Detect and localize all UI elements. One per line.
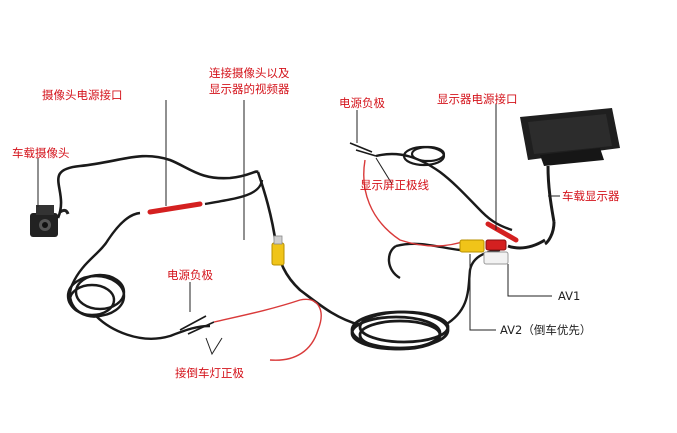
leader-lines (37, 100, 560, 356)
reverse-light-wires (179, 315, 215, 335)
video-cable (256, 171, 361, 327)
camera-cable (56, 154, 259, 219)
label-camera-power-port: 摄像头电源接口 (42, 88, 123, 102)
label-av1: AV1 (558, 289, 581, 303)
label-car-camera: 车载摄像头 (12, 146, 70, 160)
label-power-negative-left: 电源负极 (167, 268, 213, 282)
label-video-line-1: 连接摄像头以及 (209, 66, 290, 80)
label-car-display: 车载显示器 (562, 189, 620, 203)
video-rca-left (271, 242, 285, 266)
cable-coil-middle (350, 310, 450, 351)
camera-power-connector (147, 201, 203, 215)
cable-coil-left (66, 273, 126, 318)
display-power-connector (485, 221, 519, 243)
label-reverse-light-positive: 接倒车灯正极 (175, 366, 244, 380)
label-video-line-2: 显示器的视频器 (209, 82, 290, 96)
video-rca-av2 (459, 239, 485, 253)
label-av2: AV2（倒车优先） (500, 323, 592, 337)
video-rca-av1 (483, 251, 509, 265)
rear-camera (30, 205, 70, 237)
label-power-negative-right: 电源负极 (339, 96, 385, 110)
car-display-unit (520, 108, 620, 246)
label-display-power-port: 显示器电源接口 (437, 92, 518, 106)
label-display-positive-line: 显示屏正极线 (360, 178, 429, 192)
power-negative-wire-right (349, 142, 377, 157)
